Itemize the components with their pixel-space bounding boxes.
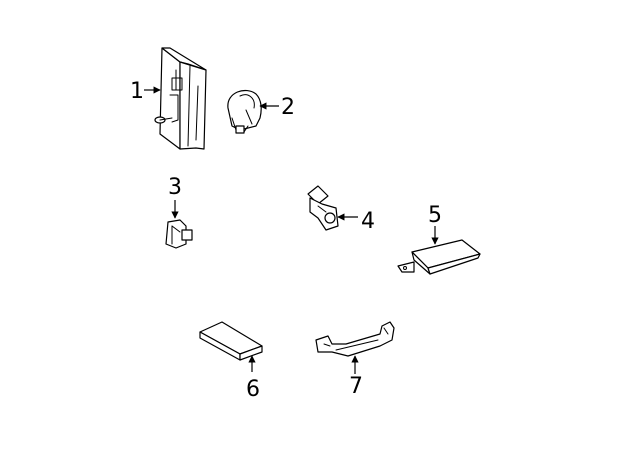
- callout-7: 7: [349, 374, 363, 399]
- callout-6: 6: [246, 377, 260, 402]
- part-7-handle: [315, 321, 395, 357]
- part-5-antenna-module: [397, 239, 481, 275]
- part-1-control-module: [154, 47, 207, 150]
- part-4-bracket-sensor: [307, 185, 339, 231]
- part-6-pad: [199, 321, 263, 361]
- callout-4: 4: [361, 209, 375, 234]
- part-3-sensor: [165, 219, 193, 249]
- callout-1: 1: [130, 79, 144, 104]
- callout-2: 2: [281, 95, 295, 120]
- callout-3: 3: [168, 175, 182, 200]
- callout-5: 5: [428, 203, 442, 228]
- part-2-sensor: [227, 89, 262, 134]
